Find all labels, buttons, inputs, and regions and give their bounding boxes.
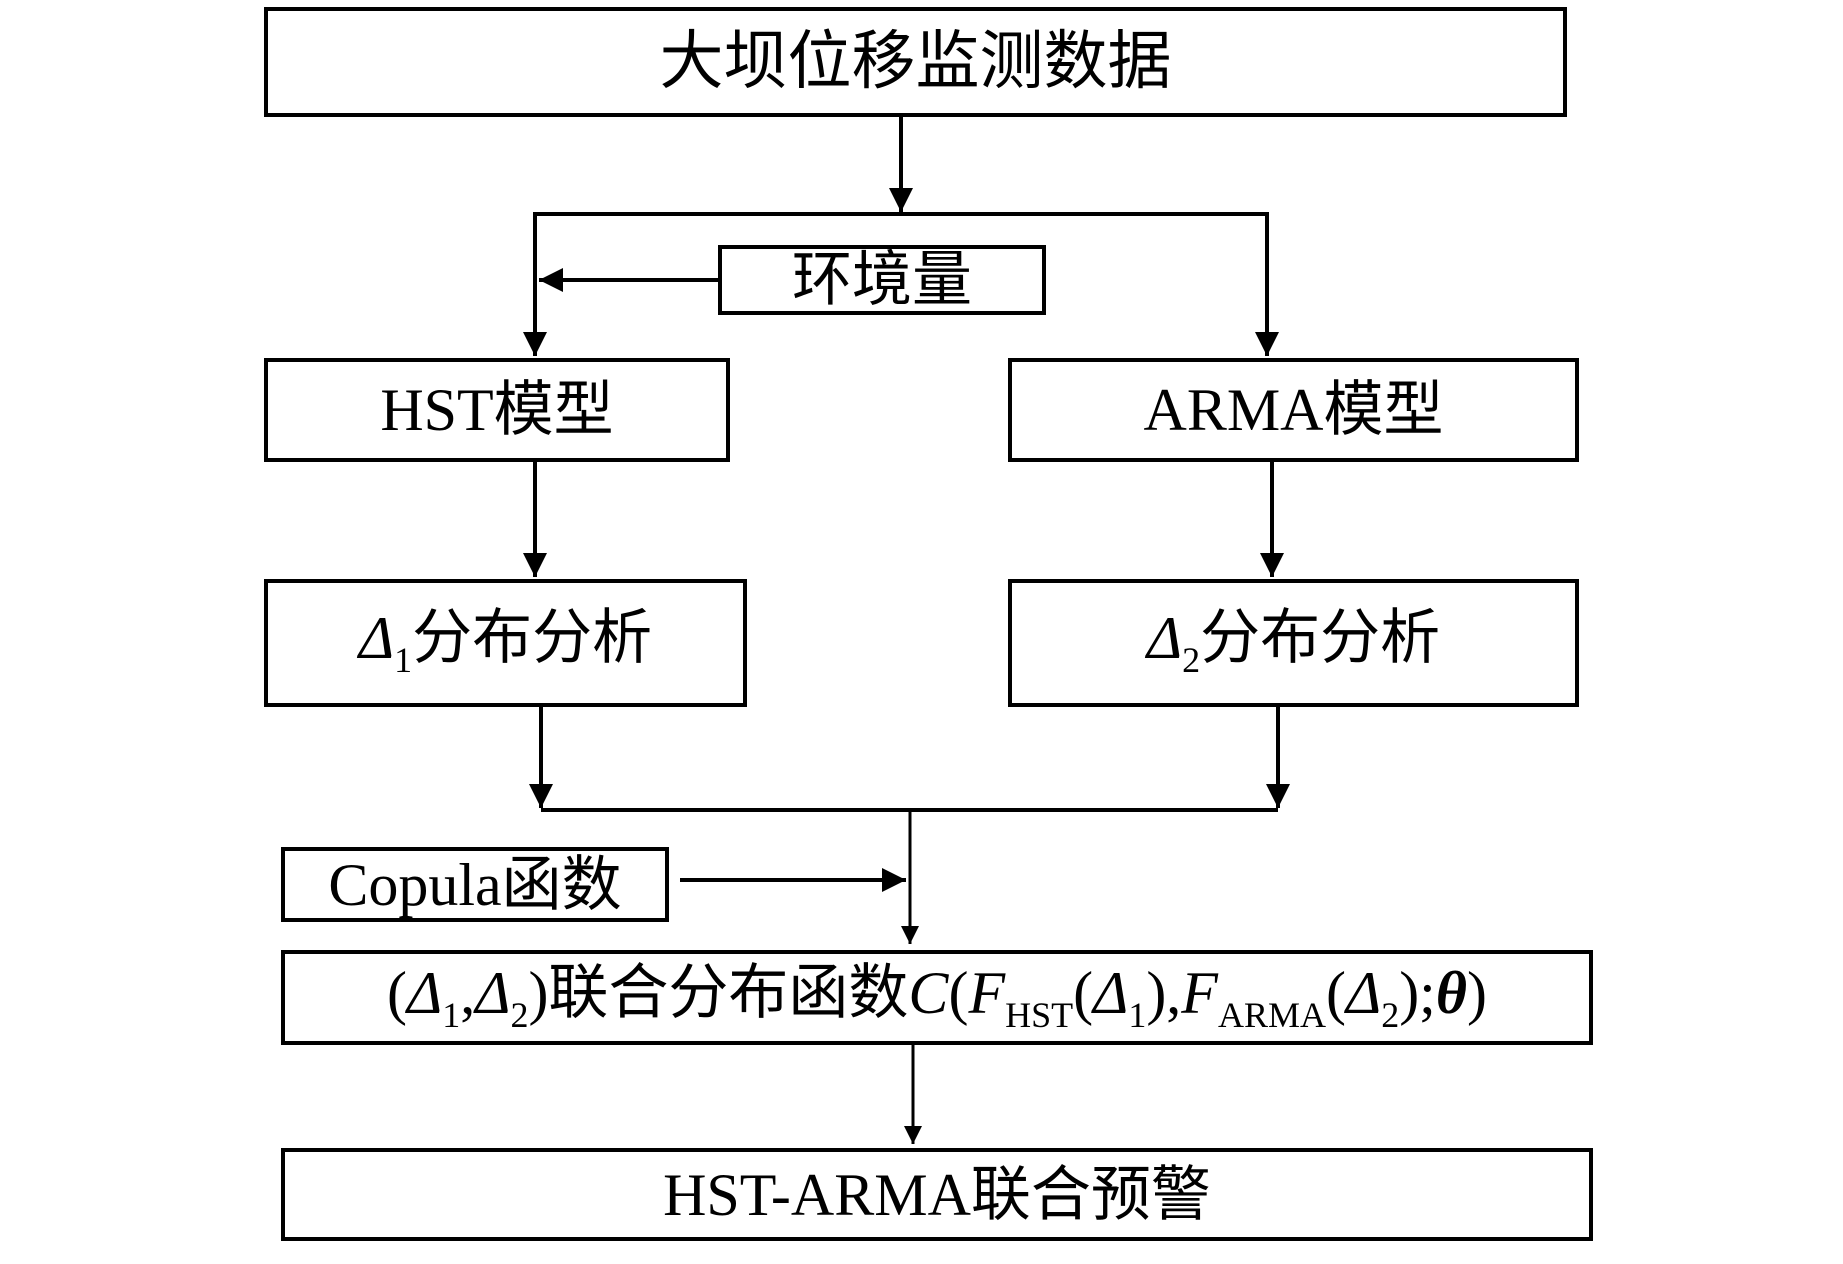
- paren: (: [948, 959, 969, 1026]
- delta-index: 1: [394, 640, 413, 680]
- delta-index: 2: [1381, 994, 1400, 1035]
- paren: ): [1146, 959, 1167, 1026]
- marginal-f-symbol: F: [1181, 959, 1218, 1026]
- paren: ): [1399, 959, 1420, 1026]
- delta-symbol: Δ: [1093, 959, 1129, 1026]
- delta2-analysis-text: 分布分析: [1200, 605, 1441, 671]
- paren: (: [387, 959, 407, 1026]
- delta1-analysis-text: 分布分析: [412, 605, 653, 671]
- arma-subscript: ARMA: [1217, 994, 1326, 1035]
- delta2-analysis-box: Δ2分布分析: [1008, 579, 1579, 707]
- delta-symbol: Δ: [358, 605, 395, 671]
- theta-symbol: θ: [1435, 959, 1467, 1026]
- delta2-analysis-label: Δ2分布分析: [1147, 608, 1440, 678]
- arma-model-label: ARMA模型: [1143, 377, 1444, 443]
- hst-subscript: HST: [1005, 994, 1074, 1035]
- copula-label: Copula函数: [328, 851, 622, 918]
- delta1-analysis-label: Δ1分布分析: [359, 608, 652, 678]
- copula-function-symbol: C: [908, 959, 949, 1026]
- delta-symbol: Δ: [407, 959, 443, 1026]
- delta-symbol: Δ: [475, 959, 511, 1026]
- delta-index: 2: [510, 994, 529, 1035]
- semicolon: ;: [1419, 959, 1436, 1026]
- comma: ,: [1166, 959, 1182, 1026]
- joint-warning-label: HST-ARMA联合预警: [663, 1161, 1211, 1228]
- delta-index: 1: [1128, 994, 1147, 1035]
- monitoring-data-label: 大坝位移监测数据: [659, 26, 1172, 97]
- delta-index: 2: [1182, 640, 1201, 680]
- paren: ): [1467, 959, 1487, 1026]
- delta-index: 1: [442, 994, 461, 1035]
- joint-warning-box: HST-ARMA联合预警: [281, 1148, 1593, 1241]
- copula-box: Copula函数: [281, 847, 669, 922]
- joint-distribution-text: 联合分布函数: [548, 959, 909, 1026]
- delta1-analysis-box: Δ1分布分析: [264, 579, 747, 707]
- paren: (: [1325, 959, 1346, 1026]
- paren: ): [528, 959, 549, 1026]
- hst-model-box: HST模型: [264, 358, 730, 462]
- arma-model-box: ARMA模型: [1008, 358, 1579, 462]
- monitoring-data-box: 大坝位移监测数据: [264, 7, 1567, 117]
- environment-label: 环境量: [792, 247, 972, 313]
- paren: (: [1073, 959, 1094, 1026]
- environment-box: 环境量: [718, 245, 1046, 315]
- delta-symbol: Δ: [1146, 605, 1183, 671]
- comma: ,: [460, 959, 476, 1026]
- delta-symbol: Δ: [1345, 959, 1382, 1026]
- joint-distribution-formula: (Δ1,Δ2)联合分布函数C(FHST(Δ1),FARMA(Δ2);θ): [387, 963, 1487, 1033]
- joint-distribution-box: (Δ1,Δ2)联合分布函数C(FHST(Δ1),FARMA(Δ2);θ): [281, 950, 1593, 1045]
- hst-model-label: HST模型: [380, 377, 614, 443]
- marginal-f-symbol: F: [968, 959, 1006, 1026]
